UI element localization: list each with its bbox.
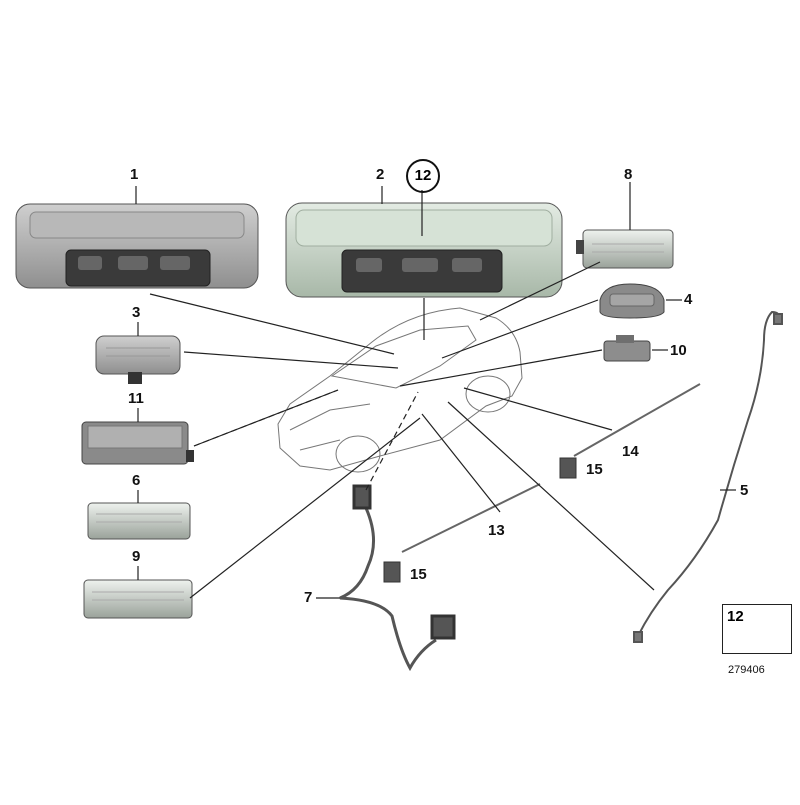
part-2-interior-light-unit — [285, 202, 563, 298]
part-10-sensor — [603, 335, 651, 362]
label-13: 13 — [488, 522, 505, 539]
label-10: 10 — [670, 342, 687, 359]
label-12-circled: 12 — [406, 159, 440, 193]
part-9-lamp — [83, 579, 193, 619]
label-2: 2 — [376, 166, 385, 183]
part-15-connector-b — [383, 561, 401, 583]
label-8: 8 — [624, 166, 633, 183]
label-15-lower: 15 — [410, 566, 427, 583]
label-3: 3 — [132, 304, 141, 321]
part-11-lamp — [81, 421, 194, 465]
leader-lines — [135, 182, 736, 599]
label-11: 11 — [128, 390, 144, 407]
label-6: 6 — [132, 472, 141, 489]
part-7-cable — [339, 484, 456, 672]
part-3-lamp — [95, 335, 181, 384]
part-8-lamp — [576, 229, 674, 269]
label-4: 4 — [684, 291, 693, 308]
part-1-front-interior-light — [15, 203, 259, 289]
label-9: 9 — [132, 548, 141, 565]
label-15-upper: 15 — [586, 461, 603, 478]
part-14-wire — [573, 383, 701, 457]
part-13-wire — [401, 483, 541, 553]
part-5-cable — [633, 310, 783, 643]
car-outline — [277, 307, 523, 473]
label-1: 1 — [130, 166, 139, 183]
part-15-connector-a — [559, 457, 577, 479]
part-12-reference-box: 12 — [722, 604, 792, 654]
label-5: 5 — [740, 482, 749, 499]
part-6-lamp — [87, 502, 191, 540]
part-4-airbag-cover — [599, 283, 665, 319]
drawing-number: 279406 — [728, 664, 765, 676]
label-14: 14 — [622, 443, 639, 460]
label-12-box: 12 — [727, 608, 744, 625]
leader-dashed — [193, 389, 419, 491]
label-7: 7 — [304, 589, 313, 606]
